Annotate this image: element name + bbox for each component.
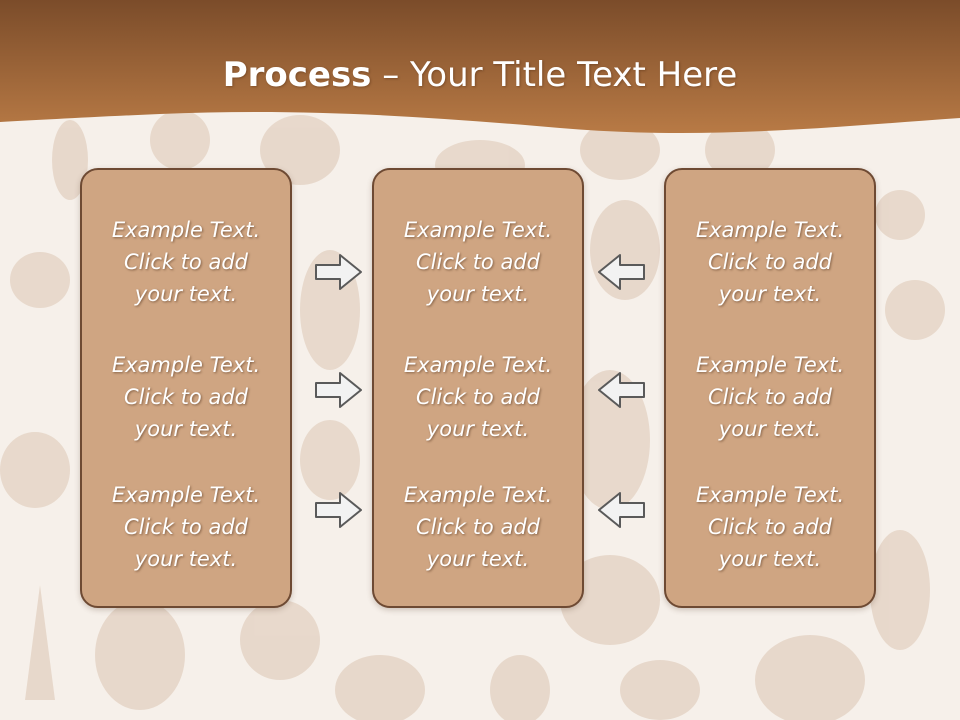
slide-title[interactable]: Process – Your Title Text Here xyxy=(0,52,960,98)
placeholder-text[interactable]: Example Text. Click to add your text. xyxy=(695,483,845,571)
placeholder-text[interactable]: Example Text. Click to add your text. xyxy=(403,353,553,441)
header-band xyxy=(0,0,960,134)
arrow-left-icon[interactable] xyxy=(596,370,646,410)
process-box-right[interactable]: Example Text. Click to add your text. Ex… xyxy=(664,168,876,608)
title-bold: Process xyxy=(222,55,372,95)
placeholder-text[interactable]: Example Text. Click to add your text. xyxy=(695,353,845,441)
placeholder-text[interactable]: Example Text. Click to add your text. xyxy=(695,218,845,306)
placeholder-text[interactable]: Example Text. Click to add your text. xyxy=(111,218,261,306)
arrow-right-icon[interactable] xyxy=(314,370,364,410)
process-box-center[interactable]: Example Text. Click to add your text. Ex… xyxy=(372,168,584,608)
process-box-left[interactable]: Example Text. Click to add your text. Ex… xyxy=(80,168,292,608)
placeholder-text[interactable]: Example Text. Click to add your text. xyxy=(111,483,261,571)
placeholder-text[interactable]: Example Text. Click to add your text. xyxy=(403,218,553,306)
arrow-left-icon[interactable] xyxy=(596,490,646,530)
arrow-right-icon[interactable] xyxy=(314,490,364,530)
placeholder-text[interactable]: Example Text. Click to add your text. xyxy=(403,483,553,571)
title-rest: – Your Title Text Here xyxy=(371,55,738,95)
arrow-right-icon[interactable] xyxy=(314,252,364,292)
arrow-left-icon[interactable] xyxy=(596,252,646,292)
placeholder-text[interactable]: Example Text. Click to add your text. xyxy=(111,353,261,441)
